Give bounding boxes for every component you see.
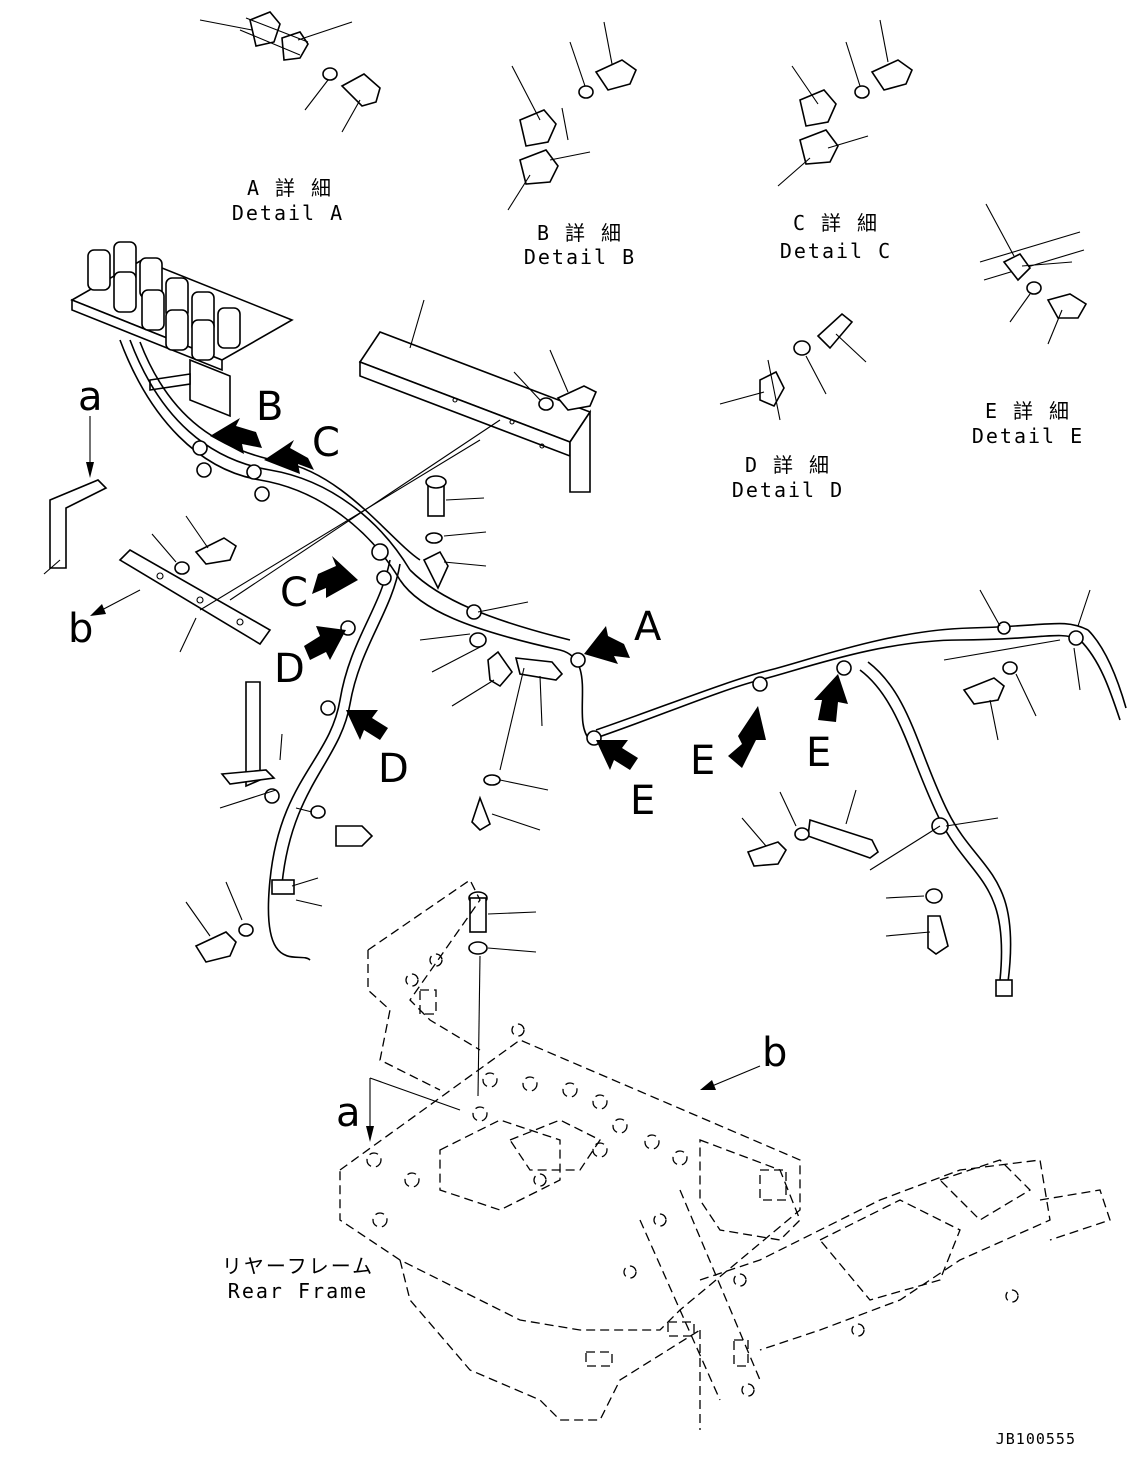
callout-letter-e-left: E (630, 778, 655, 824)
bolt-washer-group-lower-center (471, 774, 549, 832)
detail-e-illustration (979, 203, 1088, 345)
detail-a-illustration (199, 11, 381, 133)
detail-b-illustration (507, 21, 637, 211)
clamp-bracket-a (499, 657, 564, 771)
svg-text:Detail A: Detail A (232, 201, 344, 225)
callout-letter-b-frame: b (762, 1030, 787, 1076)
callout-arrow-e-left (596, 740, 638, 770)
callout-letter-a-frame: a (336, 1090, 361, 1136)
callout-arrow-d-bottom (346, 710, 388, 740)
detail-a-caption: A 詳 細 Detail A (232, 176, 344, 225)
callout-letter-c-top: C (312, 420, 340, 466)
callout-arrow-d-top (304, 626, 346, 660)
drawing-code: JB100555 (996, 1430, 1076, 1448)
callout-letter-a-small: a (78, 374, 103, 420)
angle-bracket (358, 299, 592, 493)
bolt-washer-group-vertical (295, 805, 374, 847)
rear-frame (339, 879, 1111, 1430)
callout-letters: a b B C C D D A E E E b a (68, 374, 831, 1136)
svg-text:Detail E: Detail E (972, 424, 1084, 448)
hose-bundle-upper (119, 339, 1127, 983)
detail-c-illustration (777, 19, 913, 187)
svg-text:B 詳 細: B 詳 細 (537, 221, 623, 245)
bolt-washer-group-frame (468, 891, 537, 1097)
svg-text:D 詳 細: D 詳 細 (745, 453, 831, 477)
frame-leaders (86, 416, 761, 1142)
bolt-washer-group-right (741, 589, 1091, 955)
callout-arrow-e-mid (728, 706, 766, 768)
callout-arrow-e-right (814, 674, 848, 722)
callout-letter-c-mid: C (280, 570, 308, 616)
svg-text:C 詳 細: C 詳 細 (793, 211, 879, 235)
detail-c-caption: C 詳 細 Detail C (780, 211, 892, 263)
callout-letter-b-small: b (68, 606, 93, 652)
svg-text:リヤーフレーム: リヤーフレーム (222, 1254, 374, 1278)
svg-text:Detail D: Detail D (732, 478, 844, 502)
vertical-bracket (219, 681, 283, 809)
callout-arrow-b (210, 418, 262, 454)
bracket-b (118, 419, 501, 653)
callout-letter-e-right: E (806, 730, 831, 776)
svg-text:Detail B: Detail B (524, 245, 636, 269)
callout-letter-a-big: A (634, 604, 662, 650)
bolt-washer-group-left (151, 515, 237, 575)
svg-text:Rear Frame: Rear Frame (228, 1279, 368, 1303)
hose-clamps (192, 440, 1084, 997)
callout-arrow-c-mid (312, 556, 358, 598)
detail-e-caption: E 詳 細 Detail E (972, 399, 1084, 448)
bolt-washer-group-top (513, 349, 598, 411)
bracket-a (43, 479, 108, 575)
callout-letter-e-mid: E (690, 738, 715, 784)
valve-knob-group (87, 241, 241, 361)
rear-frame-label: リヤーフレーム Rear Frame (222, 1254, 374, 1303)
detail-b-caption: B 詳 細 Detail B (524, 221, 636, 269)
callout-arrow-a (584, 626, 630, 664)
callout-letter-d-bottom: D (378, 746, 409, 792)
detail-d-illustration (719, 312, 867, 421)
valve-block (70, 241, 294, 418)
bolt-washer-group-bottom-left (185, 877, 323, 963)
callout-letter-d-left: D (274, 646, 305, 692)
callout-letter-b: B (256, 384, 283, 430)
bolt-washer-group-middle (419, 475, 529, 707)
svg-text:E 詳 細: E 詳 細 (985, 399, 1071, 423)
callout-arrow-c-top (264, 440, 314, 474)
detail-d-caption: D 詳 細 Detail D (732, 453, 844, 502)
svg-text:A 詳 細: A 詳 細 (247, 176, 333, 200)
svg-text:Detail C: Detail C (780, 239, 892, 263)
callout-arrows (210, 418, 848, 770)
